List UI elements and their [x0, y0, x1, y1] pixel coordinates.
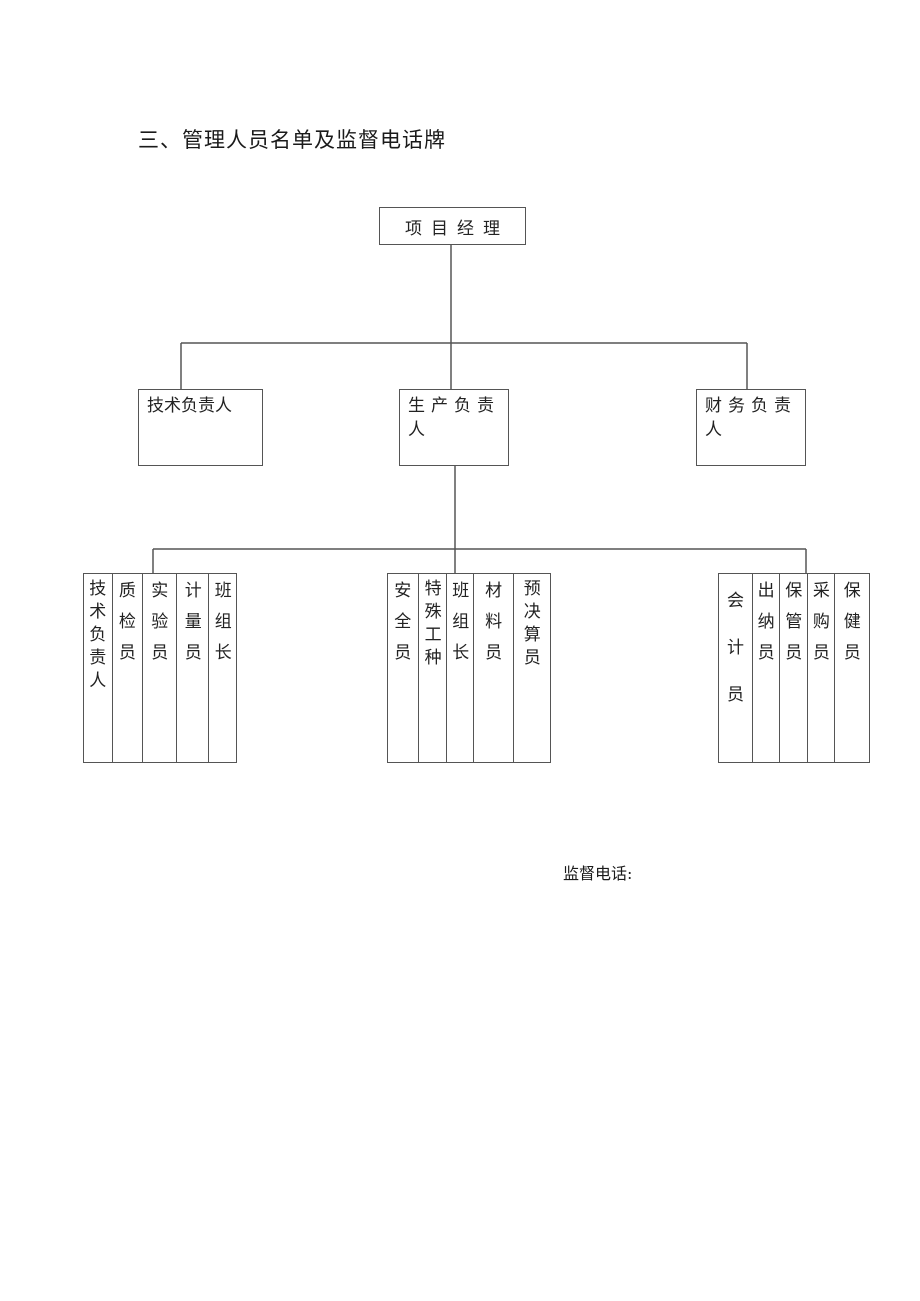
supervision-phone-label: 监督电话:	[563, 864, 633, 883]
group-finance: 会计员 出纳员 保管员 采购员 保健员	[718, 573, 870, 763]
role-cashier: 出纳员	[753, 574, 781, 762]
node-project-manager: 项目经理	[379, 207, 526, 245]
role-tech-lead: 技术负责人	[84, 574, 113, 762]
node-tech-lead: 技术负责人	[138, 389, 263, 466]
role-accountant: 会计员	[719, 574, 753, 762]
role-safety-officer: 安全员	[388, 574, 419, 762]
role-special-trades: 特殊工种	[419, 574, 448, 762]
page-title: 三、管理人员名单及监督电话牌	[138, 128, 446, 152]
role-team-leader: 班组长	[214, 581, 232, 663]
role-metrologist: 计量员	[177, 574, 210, 762]
role-materials-clerk: 材料员	[474, 574, 515, 762]
role-budget-estimator: 预决算员	[523, 579, 541, 668]
node-production-lead: 生产负责人	[399, 389, 509, 466]
role-health-officer: 保健员	[843, 581, 861, 663]
role-team-leader: 班组长	[447, 574, 474, 762]
group-tech: 技术负责人 质检员 实验员 计量员 班组长	[83, 573, 237, 763]
role-lab-technician: 实验员	[143, 574, 177, 762]
group-production: 安全员 特殊工种 班组长 材料员 预决算员	[387, 573, 551, 763]
role-storekeeper: 保管员	[780, 574, 808, 762]
node-finance-lead: 财务负责人	[696, 389, 806, 466]
role-quality-inspector: 质检员	[113, 574, 144, 762]
role-purchaser: 采购员	[808, 574, 836, 762]
